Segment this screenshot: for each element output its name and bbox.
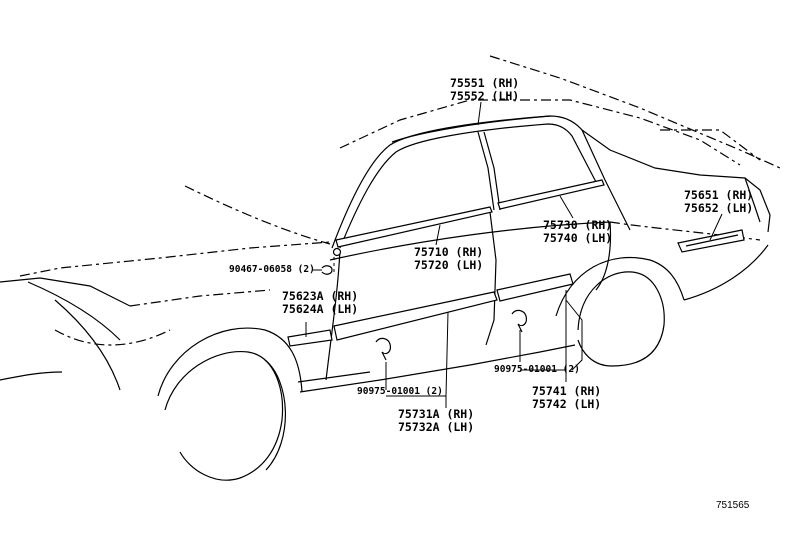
part-labels: 75551 (RH) 75552 (LH) 75651 (RH) 75652 (… [229,76,753,511]
label-75732A: 75732A (LH) [398,420,474,434]
moldings [287,115,745,347]
label-75730: 75730 (RH) [543,218,612,232]
clip-90467-mount [332,247,342,257]
label-75731A: 75731A (RH) [398,407,474,421]
label-75720: 75720 (LH) [414,258,483,272]
label-75741: 75741 (RH) [532,384,601,398]
belt-molding-front [335,206,493,248]
leader-lines [305,101,723,408]
label-75623A: 75623A (RH) [282,289,358,303]
label-75551: 75551 (RH) [450,76,519,90]
clip-90975-left [375,337,391,355]
label-75552: 75552 (LH) [450,89,519,103]
label-75651: 75651 (RH) [684,188,753,202]
side-molding-front-door [333,291,498,341]
label-75652: 75652 (LH) [684,201,753,215]
car-body-outline [0,55,781,481]
label-75710: 75710 (RH) [414,245,483,259]
clip-90467 [321,265,333,275]
belt-molding-rear [497,179,605,210]
clip-90975-right [511,309,527,327]
label-90975-left: 90975-01001 (2) [357,386,443,397]
side-molding-front-fender [287,329,333,347]
clips [321,247,527,361]
label-75742: 75742 (LH) [532,397,601,411]
figure-code: 751565 [716,500,750,511]
label-90467: 90467-06058 (2) [229,264,315,275]
label-90975-right: 90975-01001 (2) [494,364,580,375]
label-75740: 75740 (LH) [543,231,612,245]
side-molding-rear-door [496,273,574,302]
label-75624A: 75624A (LH) [282,302,358,316]
